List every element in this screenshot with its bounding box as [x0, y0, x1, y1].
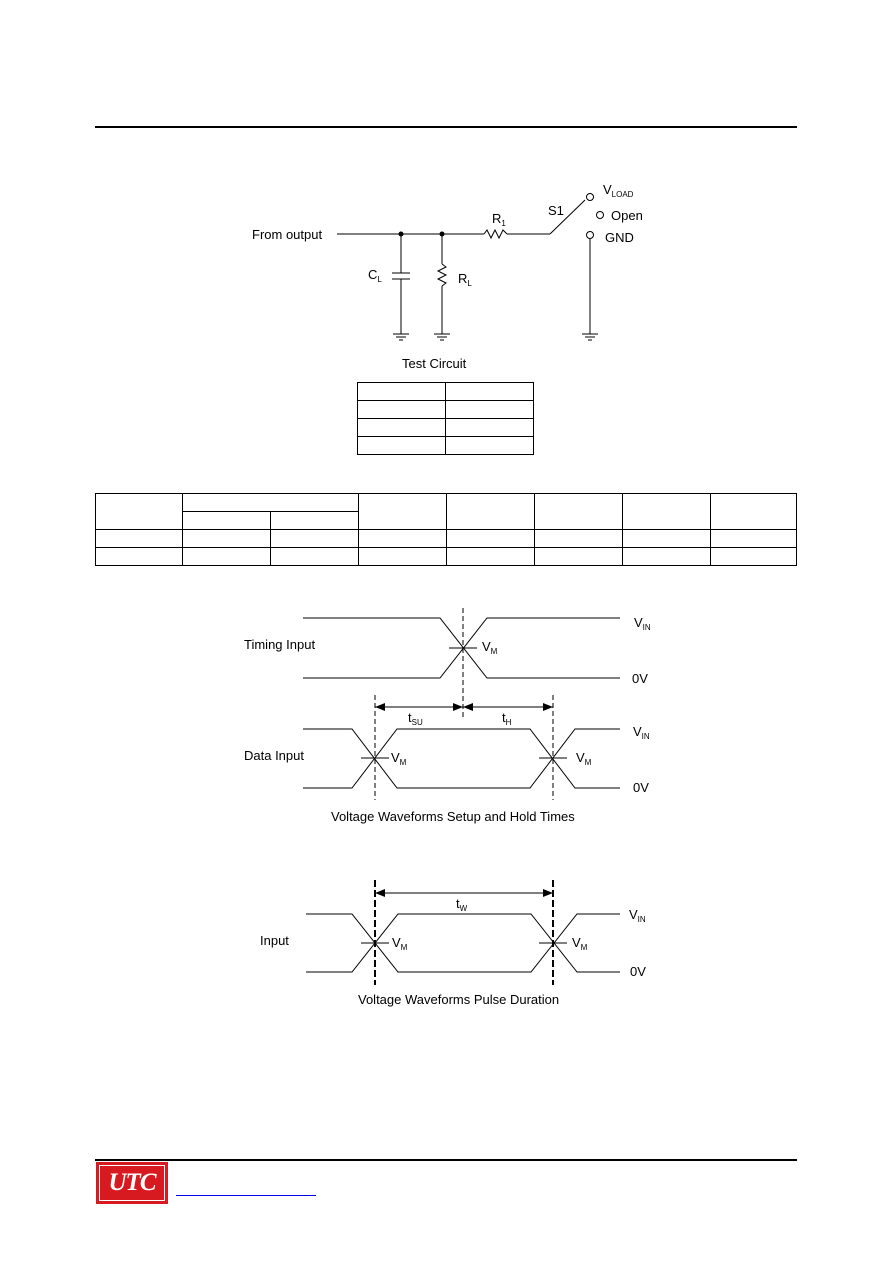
table-cell	[445, 436, 534, 455]
th-arrow-right	[543, 703, 553, 711]
table-cell	[445, 400, 534, 419]
table-cell	[534, 547, 623, 566]
junction-dot-rl	[439, 231, 445, 237]
table-cell	[270, 529, 359, 548]
setup-hold-waveforms	[303, 608, 620, 800]
table-cell	[445, 418, 534, 437]
table-cell	[182, 493, 359, 512]
footer-rule	[95, 1159, 797, 1161]
header-rule	[95, 126, 797, 128]
vin-label-data: VIN	[633, 724, 650, 741]
rl-label: RL	[458, 271, 472, 288]
table-cell	[182, 511, 271, 530]
resistor-r1-symbol	[483, 228, 508, 240]
table-cell	[182, 547, 271, 566]
vload-label: VLOAD	[603, 182, 634, 199]
setup-hold-caption: Voltage Waveforms Setup and Hold Times	[331, 809, 575, 824]
tsu-arrow-right	[453, 703, 463, 711]
pulse-input-label: Input	[260, 933, 289, 948]
vin-label-timing: VIN	[634, 615, 651, 632]
test-circuit-table	[357, 382, 534, 455]
table-cell	[95, 547, 183, 566]
r1-label: R1	[492, 211, 506, 228]
table-cell	[710, 547, 797, 566]
table-cell	[622, 529, 711, 548]
test-circuit-caption: Test Circuit	[402, 356, 467, 371]
footer-link[interactable]	[176, 1195, 316, 1196]
table-cell	[358, 529, 447, 548]
vm-label-timing: VM	[482, 639, 498, 656]
pulse-caption: Voltage Waveforms Pulse Duration	[358, 992, 559, 1007]
table-cell	[270, 511, 359, 530]
table-cell	[182, 529, 271, 548]
table-cell	[534, 529, 623, 548]
vm-label-pulse-2: VM	[572, 935, 588, 952]
table-cell	[446, 493, 535, 530]
vm-label-data-1: VM	[391, 750, 407, 767]
vm-label-pulse-1: VM	[392, 935, 408, 952]
table-cell	[445, 382, 534, 401]
tsu-label: tSU	[408, 710, 423, 727]
s1-label: S1	[548, 203, 564, 218]
test-circuit	[337, 193, 604, 341]
table-cell	[95, 529, 183, 548]
vm-label-data-2: VM	[576, 750, 592, 767]
table-cell	[357, 400, 446, 419]
table-cell	[357, 418, 446, 437]
tw-label: tW	[456, 896, 468, 913]
table-cell	[95, 493, 183, 530]
tw-arrow-right	[543, 889, 553, 897]
table-cell	[446, 529, 535, 548]
table-cell	[358, 493, 447, 530]
resistor-rl-symbol	[436, 263, 448, 287]
open-terminal	[596, 211, 604, 219]
table-cell	[622, 493, 711, 530]
open-label: Open	[611, 208, 643, 223]
utc-logo-text: UTC	[99, 1165, 165, 1201]
vload-terminal	[586, 193, 594, 201]
gnd-terminal	[586, 231, 594, 239]
utc-logo: UTC	[96, 1162, 168, 1204]
table-cell	[534, 493, 623, 530]
th-label: tH	[502, 710, 512, 727]
table-cell	[710, 529, 797, 548]
from-output-label: From output	[252, 227, 322, 242]
table-cell	[358, 547, 447, 566]
vin-label-pulse: VIN	[629, 907, 646, 924]
tw-arrow-left	[375, 889, 385, 897]
table-cell	[622, 547, 711, 566]
switch-s1-blade	[549, 199, 586, 235]
table-cell	[710, 493, 797, 530]
gnd-label: GND	[605, 230, 634, 245]
th-arrow-left	[463, 703, 473, 711]
junction-dot-cl	[398, 231, 404, 237]
table-cell	[446, 547, 535, 566]
zero-v-label-timing: 0V	[632, 671, 648, 686]
timing-input-label: Timing Input	[244, 637, 315, 652]
zero-v-label-data: 0V	[633, 780, 649, 795]
zero-v-label-pulse: 0V	[630, 964, 646, 979]
table-cell	[357, 382, 446, 401]
tsu-arrow-left	[375, 703, 385, 711]
table-cell	[270, 547, 359, 566]
parameter-table	[95, 493, 797, 566]
cl-label: CL	[368, 267, 382, 284]
table-cell	[357, 436, 446, 455]
data-input-label: Data Input	[244, 748, 304, 763]
pulse-waveforms	[306, 880, 620, 985]
